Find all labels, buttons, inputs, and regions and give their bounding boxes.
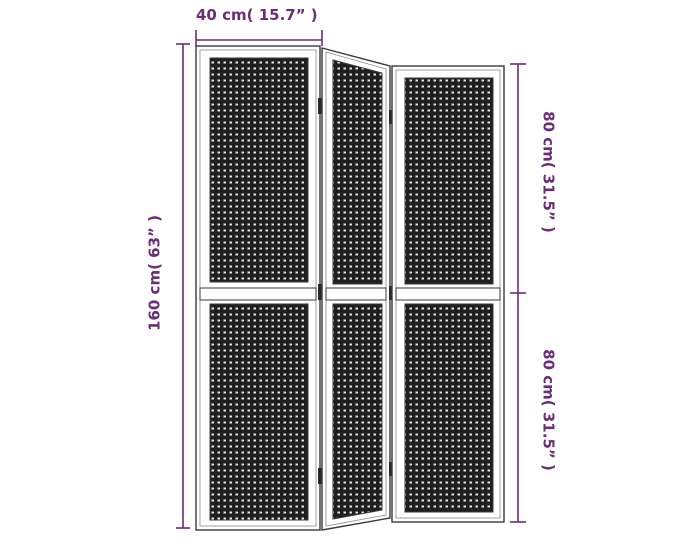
lower-section-dimension-line xyxy=(510,293,526,523)
panel-left-upper-weave xyxy=(209,57,309,283)
panel-left-lower-weave xyxy=(209,303,309,521)
panel-right-lower-weave xyxy=(404,303,494,513)
dimension-lines xyxy=(176,30,526,529)
panel-middle-lower-weave xyxy=(332,303,383,520)
height-dimension-line xyxy=(176,43,190,529)
panel-left xyxy=(195,45,321,531)
width-label: 40 cm( 15.7” ) xyxy=(196,6,318,24)
lower-section-label: 80 cm( 31.5” ) xyxy=(539,349,558,471)
panel-middle xyxy=(321,47,391,531)
panel-right-upper-weave xyxy=(404,77,494,285)
hinges-left xyxy=(318,98,324,484)
upper-section-dimension-line xyxy=(510,63,526,294)
panel-middle-upper-weave xyxy=(332,59,383,285)
upper-section-label: 80 cm( 31.5” ) xyxy=(539,111,558,233)
width-dimension-line xyxy=(195,30,323,46)
panel-right xyxy=(391,65,505,523)
height-label: 160 cm( 63” ) xyxy=(145,215,164,331)
